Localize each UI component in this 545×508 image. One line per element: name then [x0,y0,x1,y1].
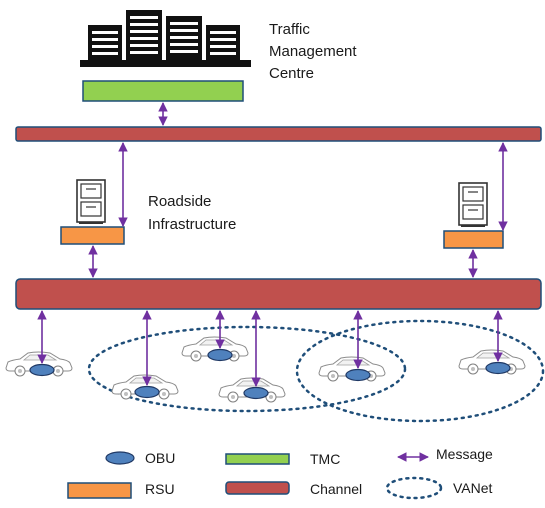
legend-rsu-label: RSU [145,481,175,497]
server-rack-icon [80,10,251,67]
legend-channel-swatch [225,481,290,495]
legend-obu-swatch [105,451,135,465]
legend: OBU TMC Message RSU Channel VANet [67,446,493,500]
obu-device [29,363,55,377]
legend-vanet-swatch [385,476,443,500]
rsu-box-right [443,230,504,249]
channel-bar-bottom [15,278,542,310]
legend-channel-label: Channel [310,481,362,497]
legend-rsu-swatch [67,482,132,499]
roadside-cabinet-icon [458,182,488,228]
tmc-box [82,80,244,102]
legend-vanet-label: VANet [453,480,493,496]
obu-device [134,385,160,399]
legend-tmc-swatch [225,453,290,465]
channel-bar-top [15,126,542,142]
legend-tmc-label: TMC [310,451,340,467]
vanet-cluster-left [87,325,407,413]
obu-device [345,368,371,382]
obu-device [485,361,511,375]
vanet-cluster-right [295,319,545,423]
tmc-title: Traffic Management Centre [269,21,361,82]
roadside-cabinet-icon [76,179,106,225]
rsu-box-left [60,226,125,245]
legend-obu-label: OBU [145,450,175,466]
roadside-infrastructure-label: Roadside Infrastructure [148,193,236,233]
obu-device [207,348,233,362]
legend-message-label: Message [436,446,493,462]
obu-device [243,386,269,400]
